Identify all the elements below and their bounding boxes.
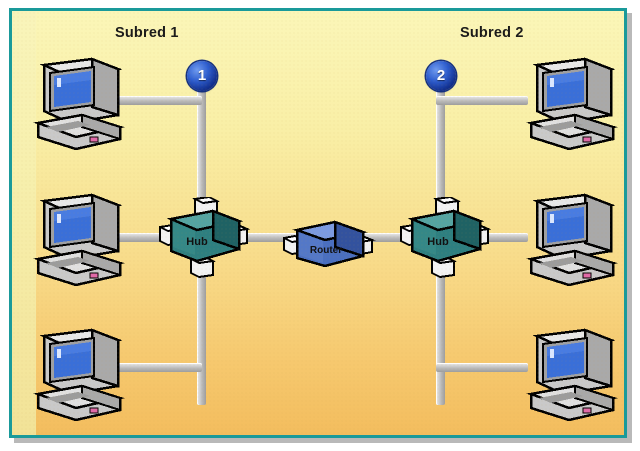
hub-right-label: Hub (427, 236, 449, 248)
badge-2-number: 2 (436, 67, 446, 84)
crt-monitor (39, 57, 123, 125)
computer-base (33, 113, 125, 151)
badge-1-number: 1 (197, 67, 207, 84)
subnet-1-label: Subred 1 (115, 25, 179, 41)
workstation-left-top[interactable] (30, 53, 126, 151)
computer-base (526, 384, 618, 422)
workstation-right-middle[interactable] (523, 189, 619, 287)
computer-base (526, 249, 618, 287)
workstation-left-bottom[interactable] (30, 324, 126, 422)
cable-right-top-drop (436, 96, 528, 105)
computer-base (526, 113, 618, 151)
badge-2-circle (426, 61, 456, 91)
subnet-2-badge[interactable]: 2 (426, 61, 456, 91)
device-hub-right[interactable]: Hub (397, 195, 496, 288)
hub-body (166, 209, 244, 263)
crt-monitor (39, 193, 123, 261)
computer-base (33, 249, 125, 287)
badge-1-circle (187, 61, 217, 91)
router-label: Router (310, 245, 342, 256)
computer-base (33, 384, 125, 422)
subnet-2-label: Subred 2 (460, 25, 524, 41)
crt-monitor (39, 328, 123, 396)
cable-router-to-hub-right (352, 233, 424, 242)
cable-left-bottom-drop (110, 363, 202, 372)
crt-monitor (532, 57, 616, 125)
router-body (292, 220, 368, 268)
network-diagram-picture: Hub (9, 8, 627, 438)
cable-hub-left-to-router (234, 233, 304, 242)
left-light-band (12, 11, 36, 435)
workstation-left-middle[interactable] (30, 189, 126, 287)
subnet-1-badge[interactable]: 1 (187, 61, 217, 91)
diagram-canvas: Hub (12, 11, 624, 435)
workstation-right-top[interactable] (523, 53, 619, 151)
crt-monitor (532, 193, 616, 261)
hub-body (407, 209, 485, 263)
hub-left-label: Hub (186, 236, 208, 248)
cable-left-top-drop (110, 96, 202, 105)
cable-left-middle-to-hub (110, 233, 188, 242)
device-router[interactable]: Router (280, 214, 377, 277)
device-hub-left[interactable]: Hub (156, 195, 255, 288)
workstation-right-bottom[interactable] (523, 324, 619, 422)
cable-right-bottom-drop (436, 363, 528, 372)
crt-monitor (532, 328, 616, 396)
